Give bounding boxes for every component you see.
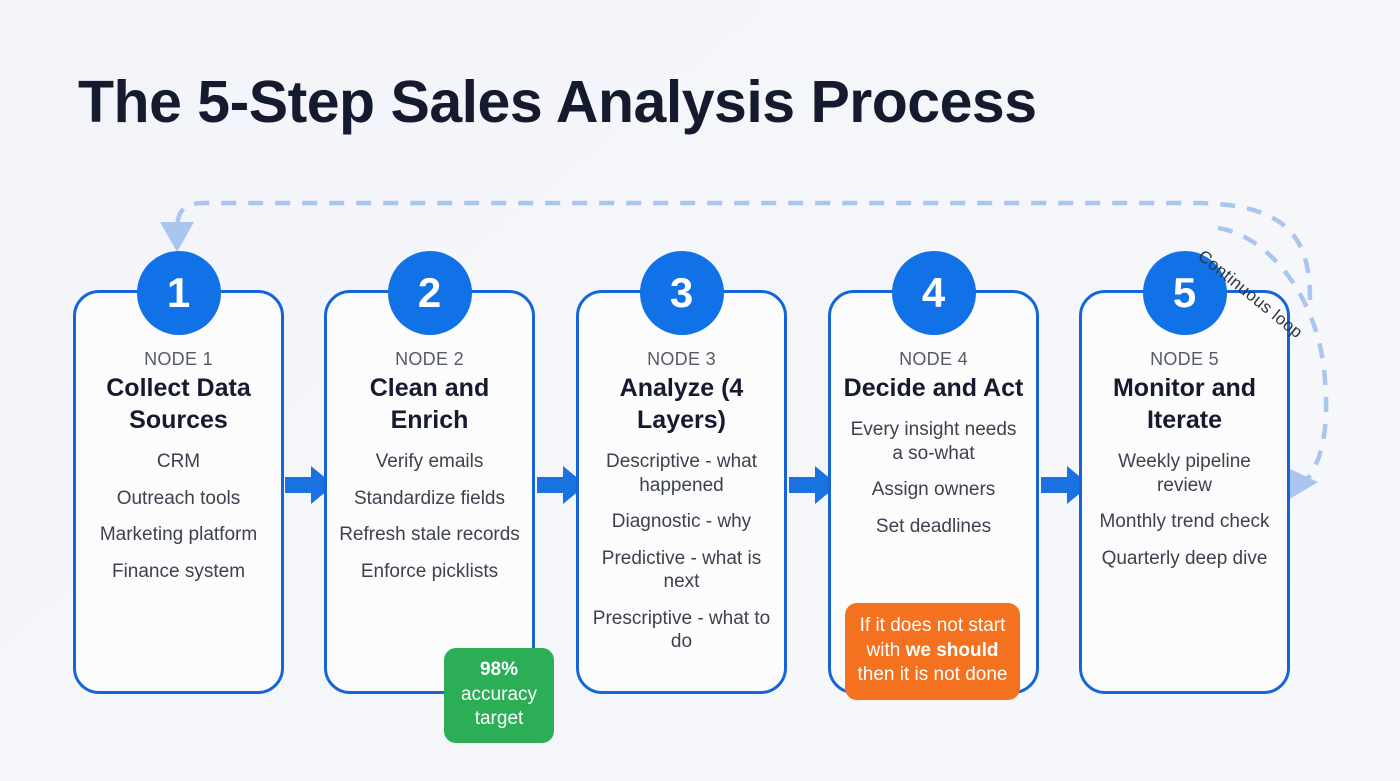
node-kicker-5: NODE 5 [1150, 349, 1219, 369]
node-item: Every insight needs a so-what [850, 419, 1017, 464]
node-item: Prescriptive - what to do [592, 607, 771, 653]
node-item: Diagnostic - why [611, 511, 752, 533]
node-item: Weekly pipeline review [1118, 451, 1251, 496]
node-card-5[interactable]: 5 NODE 5 Monitor and Iterate Weekly pipe… [1079, 251, 1290, 694]
node-items-4: Every insight needs a so-what Assign own… [841, 418, 1026, 538]
node-number-badge-4: 4 [891, 251, 976, 335]
node-title-2: Clean and Enrich [369, 374, 490, 434]
node-item: Marketing platform [99, 524, 258, 546]
node-card-2[interactable]: 2 NODE 2 Clean and Enrich Verify emails … [324, 251, 535, 694]
node-title-1: Collect Data Sources [106, 374, 251, 434]
so-what-rule-badge: If it does not start with we should then… [845, 603, 1020, 701]
node-item: Refresh stale records [339, 524, 520, 546]
node-kicker-3: NODE 3 [647, 349, 716, 369]
accuracy-line2: target [474, 708, 524, 730]
node-item: Predictive - what is next [601, 547, 762, 593]
node-title-5: Monitor and Iterate [1112, 374, 1257, 434]
node-item: CRM [156, 451, 201, 472]
accuracy-value: 98% [479, 659, 519, 680]
node-items-3: Descriptive - what happened Diagnostic -… [589, 450, 774, 654]
accuracy-target-badge: 98% accuracy target [444, 648, 554, 744]
node-card-3[interactable]: 3 NODE 3 Analyze (4 Layers) Descriptive … [576, 251, 787, 694]
accuracy-line1: accuracy [460, 683, 538, 705]
node-number-badge-2: 2 [387, 251, 472, 335]
node-card-1[interactable]: 1 NODE 1 Collect Data Sources CRM Outrea… [73, 251, 284, 694]
node-item: Monthly trend check [1099, 511, 1270, 533]
node-item: Descriptive - what happened [606, 451, 757, 496]
node-items-5: Weekly pipeline review Monthly trend che… [1092, 450, 1277, 570]
node-item: Set deadlines [875, 515, 992, 537]
node-items-1: CRM Outreach tools Marketing platform Fi… [86, 450, 271, 583]
sowhat-part1: If it does not start with [859, 615, 1006, 661]
page-title: The 5-Step Sales Analysis Process [78, 69, 1037, 135]
connector-arrow-1-2 [285, 460, 335, 510]
node-title-3: Analyze (4 Layers) [619, 374, 744, 434]
node-items-2: Verify emails Standardize fields Refresh… [337, 450, 522, 583]
node-item: Enforce picklists [360, 560, 499, 582]
node-kicker-1: NODE 1 [144, 349, 213, 369]
connector-arrow-4-5 [1041, 460, 1091, 510]
sowhat-emphasis: we should [905, 639, 999, 661]
node-item: Standardize fields [353, 487, 506, 509]
sowhat-part2: then it is not done [857, 664, 1008, 686]
node-number-badge-3: 3 [639, 251, 724, 335]
node-item: Verify emails [375, 451, 484, 472]
node-kicker-4: NODE 4 [899, 349, 968, 369]
node-title-4: Decide and Act [843, 374, 1024, 402]
node-number-badge-1: 1 [136, 251, 221, 335]
connector-arrow-2-3 [537, 460, 587, 510]
node-item: Finance system [111, 560, 246, 582]
node-item: Outreach tools [116, 487, 241, 509]
node-kicker-2: NODE 2 [395, 349, 464, 369]
connector-arrow-3-4 [789, 460, 839, 510]
node-item: Quarterly deep dive [1101, 547, 1268, 569]
node-number-badge-5: 5 [1142, 251, 1227, 335]
node-item: Assign owners [871, 479, 996, 501]
